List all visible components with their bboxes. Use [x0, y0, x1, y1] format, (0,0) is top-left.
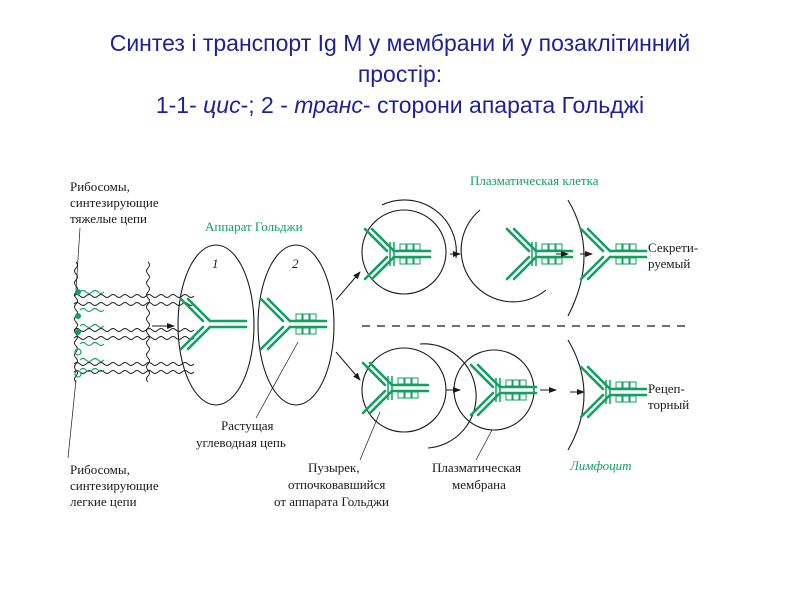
- arrow-golgi-to-lower-vesicle: [336, 352, 360, 380]
- receptor-label: Рецеп- торный: [648, 381, 689, 412]
- antibody-golgi-1: [181, 299, 246, 349]
- golgi-trans-number: 2: [292, 256, 299, 271]
- ribosomes-heavy-label: Рибосомы, синтезирующие тяжелые цепи: [70, 179, 162, 226]
- growing-chain-pointer: [256, 342, 298, 418]
- ribosomes-light-label: Рибосомы, синтезирующие легкие цепи: [70, 462, 162, 509]
- lower-vesicle-2: [454, 350, 534, 430]
- antibody-golgi-2: [261, 299, 326, 349]
- vesicle-label: Пузырек, отпочковавшийся от аппарата Гол…: [274, 460, 389, 509]
- golgi-label: Аппарат Гольджи: [205, 219, 303, 234]
- growing-chain-label: Растущая углеводная цепь: [196, 418, 286, 450]
- secreted-label: Секрети- руемый: [648, 240, 701, 271]
- golgi-cis-number: 1: [212, 256, 219, 271]
- plasma-membrane-label: Плазматическая мембрана: [432, 460, 524, 492]
- arrow-golgi-to-upper-vesicle: [336, 272, 360, 300]
- lower-plasma-membrane: [568, 340, 584, 450]
- secretion-pathway: [362, 200, 646, 316]
- plasma-cell-label: Плазматическая клетка: [470, 173, 599, 188]
- lymphocyte-label: Лимфоцит: [569, 458, 632, 473]
- ribosome-strands: [68, 228, 194, 458]
- upper-vesicle-fusing: [461, 210, 546, 302]
- receptor-pathway: [362, 340, 646, 450]
